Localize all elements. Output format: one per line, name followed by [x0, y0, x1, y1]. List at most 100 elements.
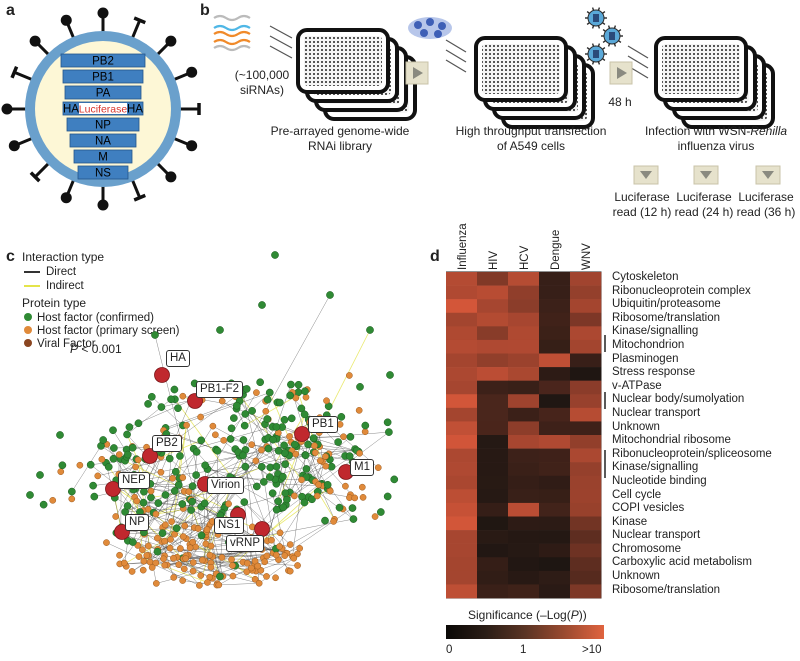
host-factor-confirmed-node	[201, 461, 209, 470]
host-factor-confirmed-node	[174, 404, 182, 413]
heatmap-cells	[446, 272, 602, 599]
host-factor-confirmed-node	[327, 462, 336, 471]
host-factor-confirmed-node	[240, 421, 249, 430]
host-factor-confirmed-node	[161, 491, 170, 499]
host-factor-primary-node	[160, 555, 167, 563]
interaction-network	[26, 251, 399, 589]
host-factor-confirmed-node	[200, 499, 209, 508]
segment-pb2	[60, 53, 146, 68]
host-factor-primary-node	[252, 457, 260, 465]
host-factor-primary-node	[154, 534, 161, 542]
heatmap-cell	[570, 285, 602, 300]
colorbar-tick-10: >10	[582, 644, 602, 656]
host-factor-primary-node	[189, 538, 197, 546]
host-factor-confirmed-node	[300, 410, 309, 419]
host-factor-confirmed-node	[385, 428, 393, 436]
step-arrow-1	[405, 61, 429, 85]
host-factor-primary-node	[218, 554, 226, 561]
heatmap-cell	[477, 557, 509, 572]
host-factor-confirmed-node	[99, 436, 108, 444]
heatmap-row-label: Unknown	[612, 570, 660, 583]
host-factor-confirmed-node	[383, 492, 392, 501]
viral-label-virion: Virion	[207, 477, 245, 494]
ha-spike-head	[97, 199, 109, 211]
heatmap-cell	[446, 272, 478, 286]
host-factor-confirmed-node	[230, 414, 238, 422]
host-factor-confirmed-node	[264, 444, 273, 453]
host-factor-primary-node	[175, 561, 183, 568]
host-factor-primary-node	[207, 542, 215, 550]
heatmap-row-label: Ubiquitin/proteasome	[612, 298, 721, 311]
virion-spikes	[1, 7, 201, 211]
host-factor-confirmed-node	[123, 430, 131, 439]
host-factor-confirmed-node	[56, 431, 64, 439]
na-spike-head	[133, 16, 146, 25]
heatmap-cell	[570, 489, 602, 504]
heatmap-cell	[539, 380, 571, 395]
legend-indirect: Indirect	[24, 279, 84, 293]
host-factor-confirmed-node	[147, 493, 155, 502]
ha-spike-head	[186, 140, 198, 152]
heatmap-cell	[477, 272, 509, 286]
ha-spike-head	[29, 35, 41, 47]
spike	[130, 178, 142, 199]
heatmap-cell	[508, 353, 540, 368]
segment-np	[66, 117, 140, 132]
host-factor-confirmed-node	[36, 471, 44, 479]
heatmap-cell	[477, 353, 509, 368]
host-factor-primary-node	[358, 483, 366, 491]
host-factor-confirmed-node	[109, 426, 117, 435]
host-factor-primary-node	[162, 521, 169, 529]
host-factor-primary-node	[262, 407, 270, 415]
heatmap-cell	[508, 339, 540, 354]
host-factor-primary-node	[134, 542, 142, 549]
read-24h-caption: Luciferase read (24 h)	[674, 190, 734, 219]
heatmap-cell	[570, 448, 602, 463]
luciferase-insert	[79, 103, 127, 114]
host-factor-confirmed-node	[302, 465, 311, 473]
heatmap-cell	[446, 475, 478, 490]
viral-label-m1: M1	[350, 459, 374, 476]
heatmap-cell	[508, 557, 540, 572]
host-factor-confirmed-node	[109, 454, 118, 463]
host-factor-primary-node	[206, 551, 214, 559]
plate-stack-infection	[654, 36, 775, 129]
heatmap-cell	[539, 435, 571, 449]
heatmap-cell	[446, 380, 478, 395]
host-factor-primary-node	[228, 556, 235, 563]
host-factor-primary-node	[196, 582, 203, 589]
heatmap-cell	[539, 312, 571, 327]
sirna-strands-icon	[213, 14, 251, 52]
host-factor-primary-node	[351, 494, 359, 502]
heatmap-cell	[446, 462, 478, 477]
host-factor-primary-node	[290, 554, 298, 562]
host-factor-primary-node	[311, 449, 319, 457]
host-factor-primary-node	[263, 552, 271, 560]
heatmap-row-label: Nuclear body/sumolyation	[612, 393, 745, 406]
host-factor-primary-node	[115, 451, 123, 458]
segment-label: PB1	[92, 72, 114, 84]
host-factor-confirmed-node	[337, 413, 346, 421]
host-factor-confirmed-node	[287, 380, 295, 389]
host-factor-primary-node	[132, 463, 139, 471]
segment-label: NS	[95, 168, 111, 180]
arrows-into-library	[269, 25, 293, 59]
host-factor-confirmed-node	[216, 572, 224, 581]
heatmap-cell	[477, 407, 509, 422]
host-factor-confirmed-node	[123, 450, 132, 459]
heatmap-cell	[539, 570, 571, 585]
host-factor-confirmed-node	[281, 489, 290, 498]
host-factor-confirmed-node	[151, 331, 159, 339]
heatmap-cell	[539, 557, 571, 572]
host-factor-primary-node	[157, 468, 165, 476]
heatmap-cell	[477, 502, 509, 517]
host-factor-primary-node	[103, 539, 110, 546]
heatmap-cell	[477, 312, 509, 327]
heatmap-row-label: Ribosome/translation	[612, 583, 721, 596]
heatmap-cell	[539, 367, 571, 381]
heatmap-cell	[570, 272, 602, 286]
heatmap-cell	[446, 353, 478, 368]
viral-label-np: NP	[125, 514, 149, 531]
host-factor-primary-node	[229, 572, 237, 580]
heatmap-cell	[477, 489, 509, 504]
